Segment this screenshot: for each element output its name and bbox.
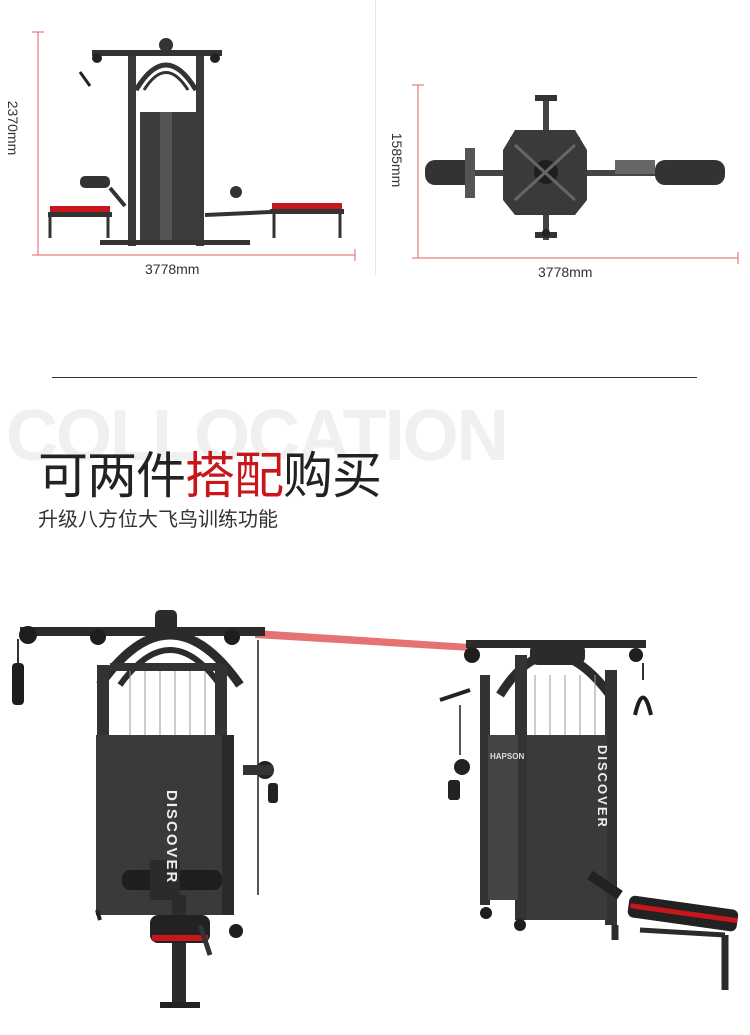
side-view-height-label: 2370mm	[5, 100, 22, 156]
side-view-width-label: 3778mm	[145, 261, 200, 277]
title-highlight: 搭配	[185, 447, 284, 505]
top-view-width-label: 3778mm	[538, 264, 593, 280]
collocation-title: 可两件搭配购买	[38, 436, 382, 508]
panel-divider	[375, 0, 376, 275]
collocation-subtitle: 升级八方位大飞鸟训练功能	[38, 507, 278, 531]
right-panel-brand: DISCOVER	[595, 745, 610, 829]
right-panel-small-logo: HAPSON	[490, 752, 525, 761]
top-view-drawing	[412, 84, 739, 264]
machine-combo-illustration	[12, 610, 739, 1008]
section-divider	[52, 377, 697, 378]
collocation-watermark: COLLOCATION	[6, 396, 509, 476]
title-part-2: 购买	[283, 447, 382, 505]
side-view-drawing	[32, 31, 356, 261]
title-part-1: 可两件	[38, 447, 186, 505]
top-view-depth-label: 1585mm	[389, 132, 406, 188]
left-panel-brand: DISCOVER	[163, 790, 180, 885]
